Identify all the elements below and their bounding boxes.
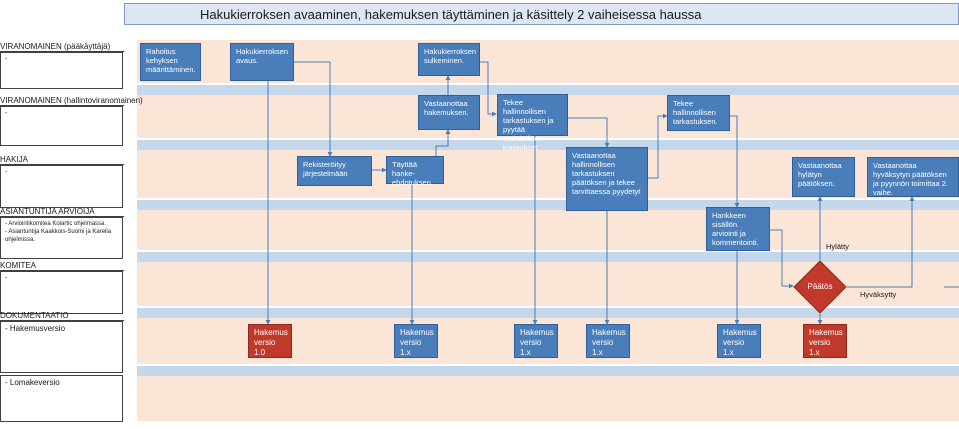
lane-separator bbox=[137, 366, 959, 376]
doc-version-2: Hakemus versio 1.x bbox=[394, 324, 438, 358]
lane-name: KOMITEA bbox=[0, 261, 37, 270]
lane-name: ASIANTUNTIJA ARVIOIJA bbox=[0, 207, 95, 216]
doc-version-4: Hakemus versio 1.x bbox=[586, 324, 630, 358]
lane-underline bbox=[0, 164, 124, 165]
node-tarkastus: Tekee hallinnollisen tarkastuksen. bbox=[667, 95, 730, 131]
lane-bg-lomakeversio bbox=[137, 376, 959, 421]
lane-detail: - bbox=[0, 165, 123, 208]
lane-detail: - bbox=[0, 106, 123, 146]
decision-paatos: Päätös bbox=[793, 260, 847, 314]
label-hylatty: Hylätty bbox=[826, 242, 849, 251]
lane-separator bbox=[137, 85, 959, 95]
lane-underline bbox=[0, 270, 124, 271]
node-arviointi: Hankkeen sisällön arviointi ja kommentoi… bbox=[706, 207, 770, 251]
lane-name: DOKUMENTAATIO bbox=[0, 311, 69, 320]
link-avaus-rekisteroityy bbox=[294, 61, 333, 157]
doc-version-3: Hakemus versio 1.x bbox=[514, 324, 558, 358]
lane-underline bbox=[0, 51, 124, 52]
node-tarkastus-korjaukset: Tekee hallinnollisen tarkastuksen ja pyy… bbox=[497, 94, 568, 152]
doc-version-1: Hakemus versio 1.0 bbox=[248, 324, 292, 358]
label-hyvaksytty: Hyväksytty bbox=[860, 290, 897, 299]
node-tayttaa: Täyttää hanke-ehdotuksen. bbox=[386, 156, 444, 187]
lane-detail: - bbox=[0, 52, 123, 89]
lane-detail: - Hakemusversio bbox=[0, 321, 123, 373]
node-sulkeminen: Hakukierroksen sulkeminen. bbox=[418, 43, 480, 76]
link-arviointi-paatos bbox=[770, 229, 794, 289]
link-paatos-hyvaksytty bbox=[847, 196, 915, 288]
lane-name: HAKIJA bbox=[0, 155, 29, 164]
lane-label-dokumentaatio: DOKUMENTAATIO - Hakemusversio bbox=[0, 311, 124, 373]
lane-label-arvioija: ASIANTUNTIJA ARVIOIJA - Arviointikomitea… bbox=[0, 207, 124, 259]
lane-label-paakayttaja: VIRANOMAINEN (pääkäyttäjä) - bbox=[0, 42, 124, 89]
decision-shape bbox=[793, 260, 847, 314]
link-tarkastus2-arviointi bbox=[730, 115, 740, 208]
doc-version-5: Hakemus versio 1.x bbox=[717, 324, 761, 358]
lane-detail: - bbox=[0, 271, 123, 314]
diagram-title: Hakukierroksen avaaminen, hakemuksen täy… bbox=[124, 3, 959, 25]
node-avaus: Hakukierroksen avaus. bbox=[230, 43, 294, 81]
doc-version-6: Hakemus versio 1.x bbox=[803, 324, 847, 358]
node-rekisteroityy: Rekisteröityy järjestelmään bbox=[297, 156, 372, 186]
lane-separator bbox=[137, 200, 959, 210]
lane-underline bbox=[0, 216, 124, 217]
link-sulkeminen-tarkastus bbox=[480, 61, 497, 117]
link-vastaanottaa-tarkastus2 bbox=[648, 113, 668, 179]
link-tayttaa-vastaanottaa bbox=[435, 129, 451, 156]
lane-name: VIRANOMAINEN (hallintoviranomainen) bbox=[0, 96, 143, 105]
lane-label-hakija: HAKIJA - bbox=[0, 155, 124, 208]
lane-separator bbox=[137, 252, 959, 262]
node-vastaanottaa-paatoksen: Vastaanottaa hallinnollisen tarkastuksen… bbox=[566, 147, 648, 211]
node-vastaanottaa-hakemuksen: Vastaanottaa hakemuksen. bbox=[418, 95, 480, 130]
lane-underline bbox=[0, 105, 124, 106]
node-hylatyn-paatos: Vastaanottaa hylätyn päätöksen. bbox=[792, 157, 855, 197]
lane-underline bbox=[0, 320, 124, 321]
lane-label-hallinto: VIRANOMAINEN (hallintoviranomainen) - bbox=[0, 96, 143, 146]
lane-name: VIRANOMAINEN (pääkäyttäjä) bbox=[0, 42, 111, 51]
lane-detail: - Arviointikomitea Kolartic ohjelmassa. … bbox=[0, 217, 123, 259]
lane-separator bbox=[137, 308, 959, 318]
decision-label: Päätös bbox=[807, 282, 833, 291]
lane-detail: - Lomakeversio bbox=[0, 375, 123, 422]
lane-bg-arvioija bbox=[137, 210, 959, 250]
lane-label-komitea: KOMITEA - bbox=[0, 261, 124, 314]
link-tarkastus-vastaanottaa bbox=[568, 117, 610, 148]
node-rahoitus: Rahoitus kehyksen määrittäminen. bbox=[140, 43, 201, 81]
lane-separator bbox=[137, 140, 959, 150]
node-hyvaksytyn-paatos: Vastaanottaa hyväksytyn päätöksen ja pyy… bbox=[867, 157, 959, 197]
